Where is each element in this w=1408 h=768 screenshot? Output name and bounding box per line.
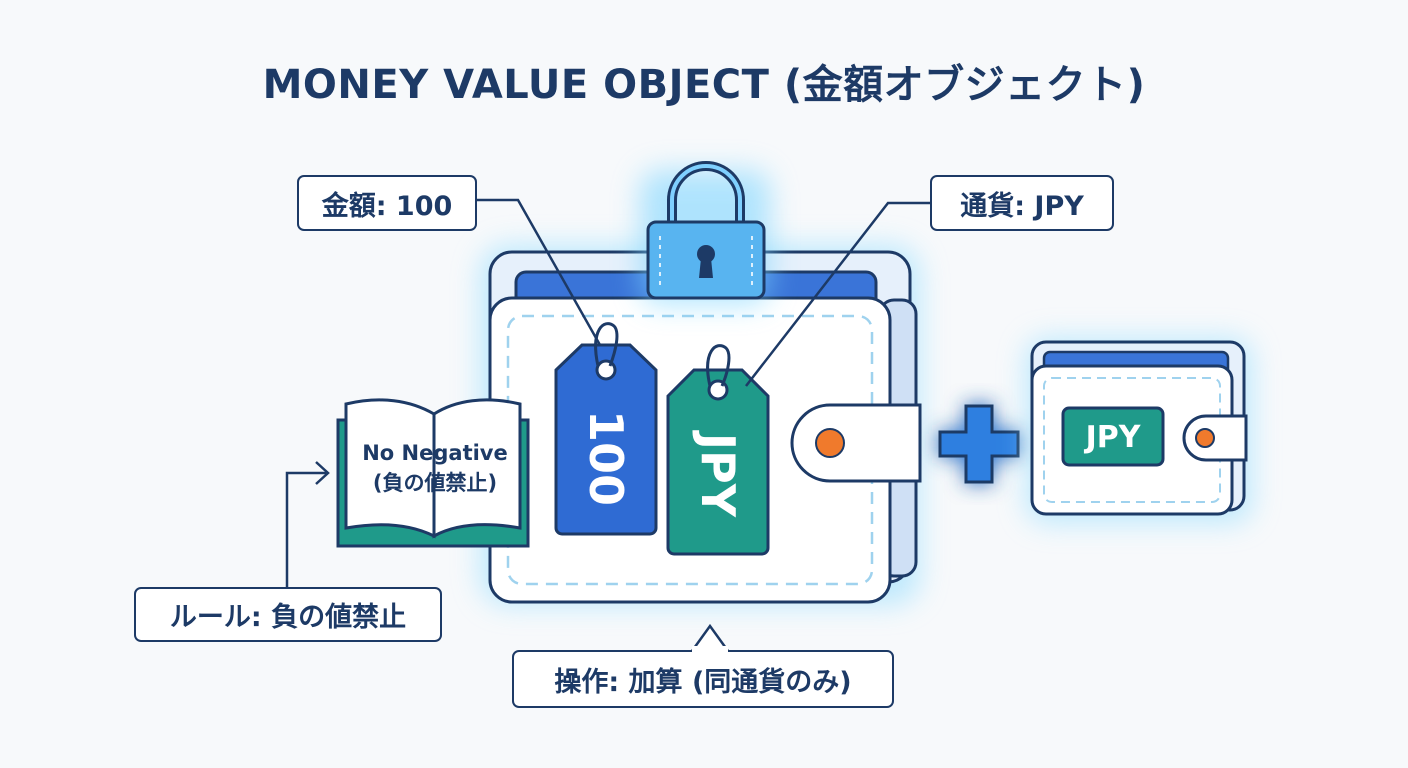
second-wallet [1026, 338, 1252, 523]
currency-badge [1061, 406, 1165, 467]
currency-tag [666, 344, 770, 556]
book-icon [336, 398, 530, 548]
book-label-line2: (負の値禁止) [372, 471, 498, 495]
amount-callout: 金額: 100 [297, 175, 477, 231]
page-title: MONEY VALUE OBJECT (金額オブジェクト) [262, 62, 1146, 108]
plus-icon [938, 404, 1020, 484]
leader-lines [285, 198, 930, 587]
currency-callout: 通貨: JPY [930, 175, 1114, 231]
rule-callout: ルール: 負の値禁止 [134, 587, 442, 642]
pointer-mask [692, 646, 728, 654]
amount-tag-label: 100 [579, 409, 633, 507]
operation-callout: 操作: 加算 (同通貨のみ) [512, 650, 894, 708]
book-label-line1: No Negative [362, 441, 508, 465]
operation-callout-pointer [690, 623, 730, 652]
amount-tag [554, 322, 658, 536]
currency-tag-label: JPY [691, 432, 745, 518]
book-label: No Negative (負の値禁止) [350, 438, 520, 498]
padlock-icon [640, 161, 770, 305]
currency-badge-label: JPY [1085, 419, 1141, 455]
wallet-clasp [790, 403, 922, 483]
